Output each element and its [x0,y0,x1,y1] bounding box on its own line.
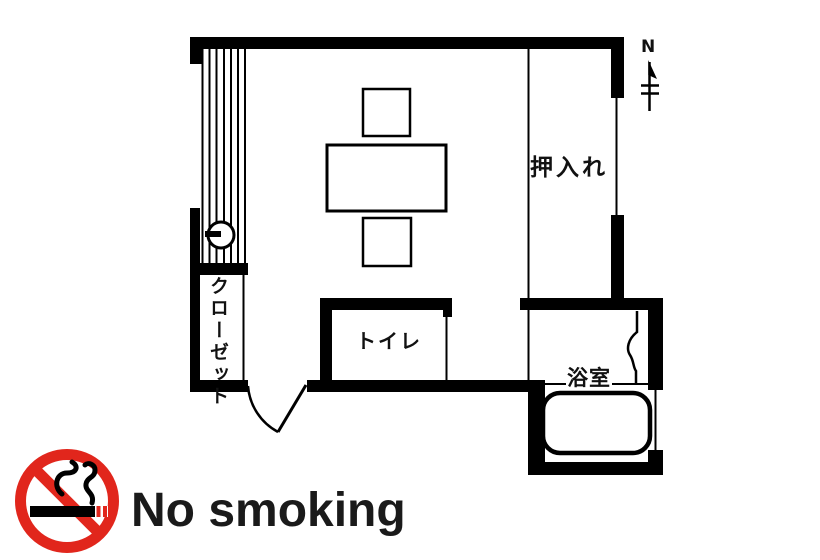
toilet-front-line [445,310,448,380]
label-closet: クローゼット [206,276,229,408]
cigarette-filter [95,506,108,517]
north-arrow-icon [641,60,659,111]
floor-cushion-bottom [361,216,413,268]
label-bath: 浴室 [566,366,612,390]
cigarette-body [30,506,95,517]
label-toilet: トイレ [356,329,422,353]
cigarette-filter-stripe [103,506,107,517]
floor-cushion-top [361,87,412,138]
bath-window-line [654,390,657,450]
no-smoking-ring [15,449,119,553]
east-window-line [615,98,618,215]
no-smoking-icon [15,449,119,553]
cigarette-filter-stripe [96,506,101,517]
label-oshiire: 押入れ [530,155,608,181]
furniture [325,87,448,268]
smoke-curls [54,459,98,506]
no-smoking-diagonal [30,464,104,538]
oshiire-divider-line [527,49,530,298]
door-knob-icon [205,220,236,250]
window-hatch-icon [201,48,246,264]
entrance-door-swing-icon [246,384,308,434]
label-north: N [641,37,656,57]
bath-partition-line [527,310,530,383]
no-smoking-text: No smoking [131,484,406,537]
walls [190,37,663,475]
bathtub-icon [540,390,653,456]
low-table [325,143,448,213]
folding-bath-door-icon [626,311,639,383]
closet-front-line [242,275,245,380]
